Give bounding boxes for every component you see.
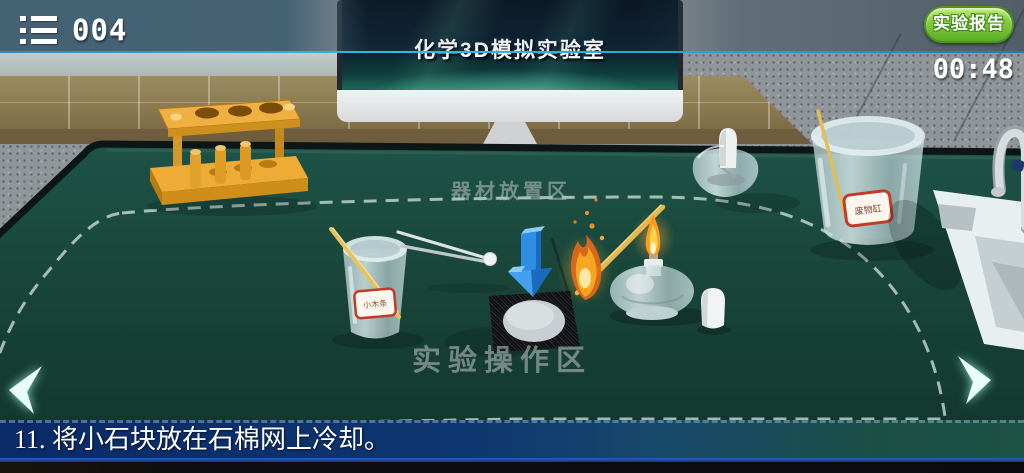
zone-dashed-border [0,195,949,434]
chevron-left-icon[interactable] [2,364,48,416]
operation-zone-label: 实验操作区 [411,345,592,377]
svg-text:小木条: 小木条 [363,298,388,310]
glass-dish-with-stopper[interactable] [692,128,800,213]
waste-beaker[interactable]: 废物缸 [810,109,934,261]
splint-beaker[interactable]: 小木条 [329,227,424,349]
equipment-zone-label: 器材放置区 [451,181,571,203]
monitor-chin [337,90,683,122]
tweezers-with-stone[interactable] [396,230,510,293]
waste-beaker-label: 废物缸 [842,189,894,228]
hud-accent-line [0,51,1024,53]
instruction-bar-accent [0,458,1024,462]
bottom-black-strip [0,462,1024,473]
lamp-cap[interactable] [697,288,731,335]
instruction-bar: 11. 将小石块放在石棉网上冷却。 [0,420,1024,458]
chevron-right-icon[interactable] [952,354,998,406]
instruction-text: 11. 将小石块放在石棉网上冷却。 [14,425,391,454]
back-wall [0,53,346,79]
step-menu: 004 [20,13,127,47]
monitor-stand [483,122,537,144]
step-counter: 004 [72,13,128,47]
alcohol-lamp[interactable] [610,212,710,326]
timer: 00:48 [932,54,1014,85]
faucet [991,125,1024,234]
splint-beaker-label: 小木条 [353,287,397,320]
step-list-icon[interactable] [20,16,58,44]
svg-text:废物缸: 废物缸 [854,202,882,216]
sink [888,190,1024,350]
hint-down-arrow-icon [508,226,570,297]
experiment-report-button[interactable]: 实验报告 [924,6,1014,43]
asbestos-net[interactable] [445,291,580,357]
test-tube-rack[interactable] [147,99,317,216]
